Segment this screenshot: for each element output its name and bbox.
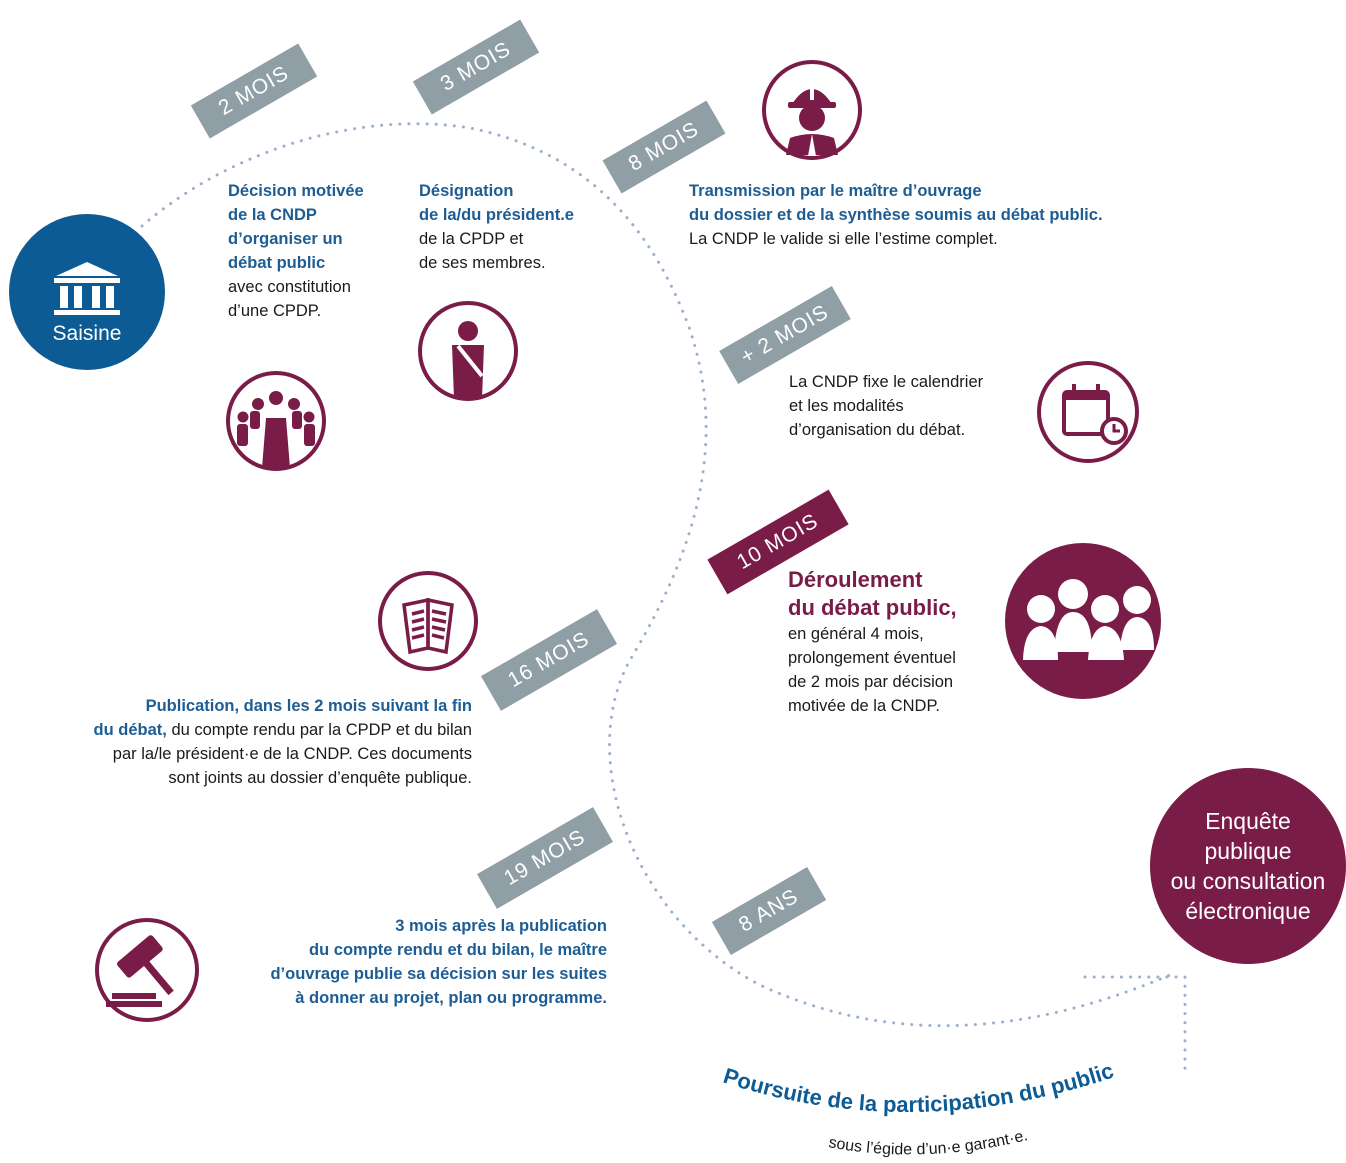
step-designation-text: de la CPDP et (419, 230, 524, 248)
dotted-timeline (140, 122, 1187, 1077)
step-transmission-bold: Transmission par le maître d’ouvrage (689, 182, 982, 200)
step-publication-bold: du débat, (93, 721, 167, 739)
poursuite-title: Poursuite de la participation du public (721, 1058, 1117, 1117)
step-decision-bold: d’organiser un (228, 230, 343, 248)
saisine-node (9, 214, 165, 370)
meeting-icon (226, 371, 326, 471)
step-deroulement-text: en général 4 mois, (788, 625, 924, 643)
step-deroulement-text: de 2 mois par décision (788, 673, 954, 691)
step-transmission-bold: du dossier et de la synthèse soumis au d… (689, 206, 1103, 224)
step-publication: Publication, dans les 2 mois suivant la … (20, 694, 472, 790)
step-publication-line2: du débat, du compte rendu par la CPDP et… (20, 718, 472, 742)
step-decision-bold: de la CNDP (228, 206, 317, 224)
institution-icon (54, 262, 120, 315)
enquete-line: publique (1204, 838, 1292, 864)
step-deroulement: Déroulement du débat public, en général … (788, 566, 957, 718)
step-calendrier-text: et les modalités (789, 397, 904, 415)
enquete-line: électronique (1185, 898, 1311, 924)
enquete-line: ou consultation (1170, 868, 1326, 894)
step-decision-mo: 3 mois après la publication du compte re… (180, 914, 607, 1010)
president-icon (418, 301, 518, 401)
step-decision-mo-bold: à donner au projet, plan ou programme. (295, 989, 607, 1007)
document-icon (378, 571, 478, 671)
poursuite-subtitle: sous l’égide d’un·e garant·e. (827, 1127, 1029, 1158)
step-designation: Désignation de la/du président.e de la C… (419, 179, 574, 275)
enquete-line: Enquête (1205, 808, 1291, 834)
saisine-label: Saisine (52, 322, 122, 345)
enquete-label: Enquête publique ou consultation électro… (1152, 806, 1344, 926)
step-calendrier-text: La CNDP fixe le calendrier (789, 373, 984, 391)
step-decision-bold: débat public (228, 254, 326, 272)
calendar-clock-icon (1037, 361, 1139, 463)
step-designation-text: de ses membres. (419, 254, 546, 272)
enquete-node (1150, 768, 1346, 964)
step-publication-text: du compte rendu par la CPDP et du bilan (166, 721, 472, 739)
worker-helmet-icon (762, 60, 862, 160)
step-decision: Décision motivée de la CNDP d’organiser … (228, 179, 364, 323)
step-deroulement-text: motivée de la CNDP. (788, 697, 940, 715)
step-calendrier-text: d’organisation du débat. (789, 421, 966, 439)
step-decision-mo-bold: du compte rendu et du bilan, le maître (309, 941, 607, 959)
step-designation-bold: Désignation (419, 182, 514, 200)
step-transmission-text: La CNDP le valide si elle l’estime compl… (689, 230, 998, 248)
step-transmission: Transmission par le maître d’ouvrage du … (689, 179, 1103, 251)
step-deroulement-text: prolongement éventuel (788, 649, 956, 667)
step-calendrier: La CNDP fixe le calendrier et les modali… (789, 370, 983, 442)
step-decision-mo-bold: d’ouvrage publie sa décision sur les sui… (270, 965, 607, 983)
step-publication-text: par la/le président·e de la CNDP. Ces do… (112, 745, 472, 763)
step-decision-bold: Décision motivée (228, 182, 364, 200)
group-people-icon (1005, 543, 1161, 699)
step-decision-text: d’une CPDP. (228, 302, 322, 320)
step-publication-text: sont joints au dossier d’enquête publiqu… (168, 769, 472, 787)
step-decision-mo-bold: 3 mois après la publication (395, 917, 607, 935)
step-deroulement-title: Déroulement (788, 567, 923, 592)
step-deroulement-title: du débat public, (788, 595, 957, 620)
gavel-icon (95, 918, 199, 1022)
step-publication-bold: Publication, dans les 2 mois suivant la … (145, 697, 472, 715)
step-designation-bold: de la/du président.e (419, 206, 574, 224)
step-decision-text: avec constitution (228, 278, 351, 296)
